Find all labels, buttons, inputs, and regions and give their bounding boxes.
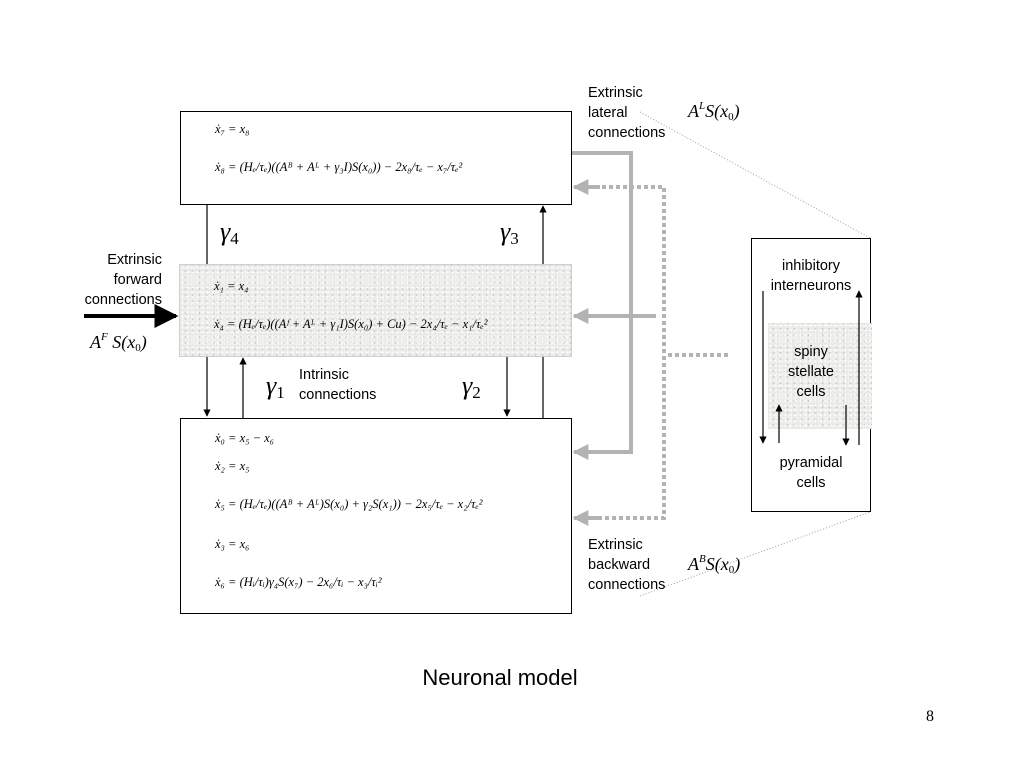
gamma-3-label: γ3: [500, 217, 519, 249]
equation-x5: ẋ₅ = (Hₑ/τₑ)((Aᴮ + Aᴸ)S(x₀) + γ₂S(x₁)) −…: [215, 497, 483, 511]
equation-x7: ẋ₇ = x₈: [215, 122, 250, 136]
forward-input-term: AF S(x0): [90, 331, 147, 354]
zoom-line-top: [639, 111, 871, 239]
slide-title: Neuronal model: [422, 665, 578, 690]
pyramidal-cells-label: pyramidal cells: [779, 455, 843, 491]
equation-x6: ẋ₆ = (Hᵢ/τᵢ)γ₄S(x₇) − 2x₆/τᵢ − x₃/τᵢ²: [215, 575, 382, 589]
gamma-4-label: γ4: [220, 217, 239, 249]
equation-x1: ẋ₁ = x₄: [214, 279, 249, 293]
equation-x3: ẋ₃ = x₆: [215, 537, 250, 551]
extrinsic-backward-label: Extrinsic backward connections: [588, 537, 666, 593]
backward-connection-arrows: [572, 179, 730, 526]
backward-input-term: ABS(x0): [688, 553, 741, 576]
lateral-input-term: ALS(x0): [688, 100, 740, 123]
gamma-1-label: γ1: [266, 371, 285, 403]
middle-population-box: ẋ₁ = x₄ ẋ₄ = (Hₑ/τₑ)((Aᶠ + Aᴸ + γ₁I)S(x₀…: [179, 264, 572, 357]
equation-x2: ẋ₂ = x₅: [215, 459, 250, 473]
zoom-line-bottom: [639, 511, 871, 597]
top-population-box: ẋ₇ = x₈ ẋ₈ = (Hₑ/τₑ)((Aᴮ + Aᴸ + γ₃I)S(x₀…: [180, 111, 572, 205]
bottom-population-box: ẋ₀ = x₅ − x₆ ẋ₂ = x₅ ẋ₅ = (Hₑ/τₑ)((Aᴮ + …: [180, 418, 572, 614]
extrinsic-forward-label: Extrinsic forward connections: [84, 252, 162, 308]
equation-x4: ẋ₄ = (Hₑ/τₑ)((Aᶠ + Aᴸ + γ₁I)S(x₀) + Cu) …: [214, 317, 488, 331]
spiny-stellate-region: [768, 323, 872, 429]
inhibitory-interneurons-label: inhibitory interneurons: [770, 258, 852, 294]
gamma-2-label: γ2: [462, 371, 481, 403]
equation-x8: ẋ₈ = (Hₑ/τₑ)((Aᴮ + Aᴸ + γ₃I)S(x₀)) − 2x₈…: [215, 160, 463, 174]
intrinsic-connections-label: Intrinsic connections: [299, 367, 377, 403]
spiny-stellate-label: spiny stellate cells: [788, 344, 834, 400]
extrinsic-lateral-label: Extrinsic lateral connections: [588, 85, 666, 141]
equation-x0: ẋ₀ = x₅ − x₆: [215, 431, 275, 445]
column-arrows: [759, 290, 863, 446]
cortical-column-panel: inhibitory interneurons spiny stellate c…: [751, 238, 872, 512]
page-number: 8: [926, 708, 934, 725]
lateral-connection-arrows: [559, 145, 656, 460]
